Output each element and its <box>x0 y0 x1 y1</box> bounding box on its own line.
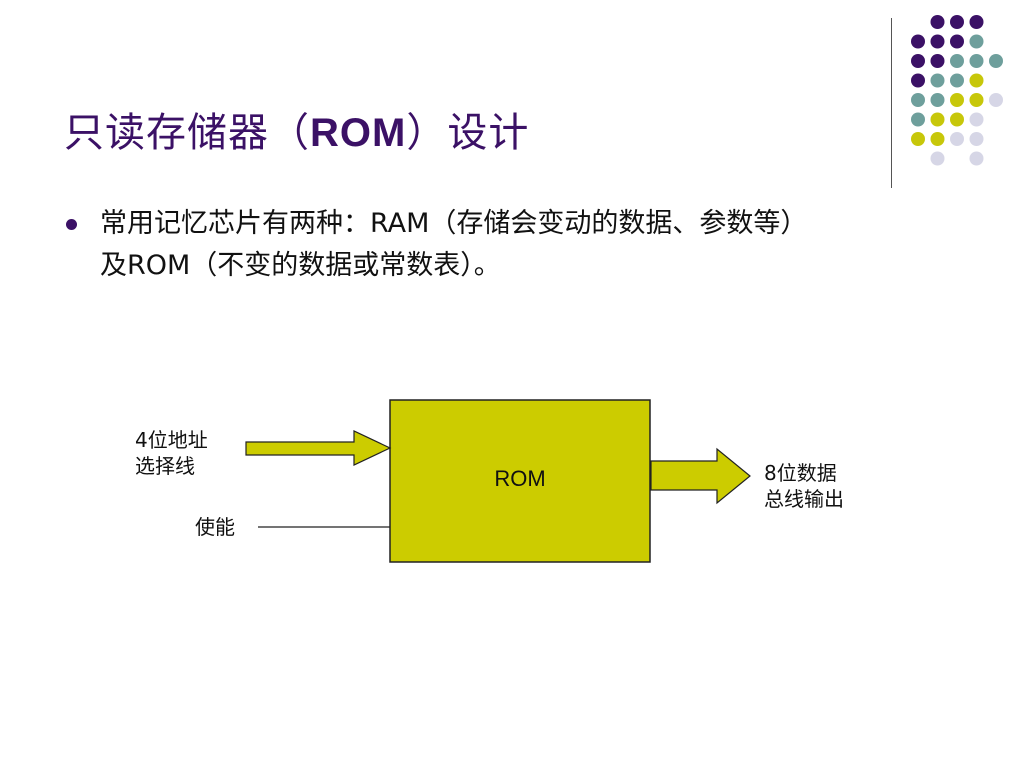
decorative-dot <box>969 132 984 146</box>
decorative-dot <box>911 54 925 68</box>
decorative-dot <box>969 15 984 29</box>
dot-grid-svg <box>911 15 1003 166</box>
decorative-dot <box>911 73 925 88</box>
rom-block <box>389 399 651 563</box>
decorative-vertical-line <box>891 18 892 188</box>
decorative-dot <box>950 73 964 88</box>
output-label-line1: 8位数据 <box>764 461 837 485</box>
title-prefix: 只读存储器（ <box>64 110 310 156</box>
decorative-dot <box>930 15 945 29</box>
decorative-dot <box>969 34 984 49</box>
address-input-arrow <box>245 430 392 466</box>
address-label-line2: 选择线 <box>135 454 195 478</box>
decorative-dot <box>930 151 945 166</box>
title-rom: ROM <box>310 111 407 155</box>
rom-block-label: ROM <box>494 466 546 491</box>
decorative-dot <box>930 112 945 127</box>
decorative-dot <box>950 112 964 127</box>
decorative-dot <box>930 54 945 68</box>
decorative-dot <box>911 93 925 107</box>
bullet-line-1: 常用记忆芯片有两种：RAM（存储会变动的数据、参数等） <box>100 208 808 239</box>
bullet-text: 常用记忆芯片有两种：RAM（存储会变动的数据、参数等） 及ROM（不变的数据或常… <box>100 203 1000 287</box>
decorative-dot <box>911 34 925 49</box>
decorative-dot <box>950 54 964 68</box>
enable-label: 使能 <box>195 515 235 539</box>
decorative-dot <box>930 73 945 88</box>
address-label-line1: 4位地址 <box>135 428 208 452</box>
decorative-dot <box>969 54 984 68</box>
decorative-dot <box>911 112 925 127</box>
title-suffix: ）设计 <box>406 110 530 156</box>
bullet-dot-icon <box>66 219 77 230</box>
decorative-dot <box>950 34 964 49</box>
decorative-dot <box>930 34 945 49</box>
page-title: 只读存储器（ROM）设计 <box>64 100 529 158</box>
decorative-dot <box>950 93 964 107</box>
decorative-dot <box>969 93 984 107</box>
decorative-dot <box>989 54 1003 68</box>
decorative-dot <box>950 15 964 29</box>
decorative-dot <box>930 93 945 107</box>
decorative-dot <box>989 93 1003 107</box>
decorative-dot <box>969 151 984 166</box>
decorative-dot <box>950 132 964 146</box>
output-label-line2: 总线输出 <box>764 487 844 511</box>
address-label: 4位地址 选择线 <box>135 427 208 479</box>
output-label: 8位数据 总线输出 <box>764 460 844 512</box>
bullet-line-2: 及ROM（不变的数据或常数表）。 <box>100 250 501 281</box>
decorative-dot <box>930 132 945 146</box>
decorative-dot <box>911 132 925 146</box>
decorative-dot <box>969 112 984 127</box>
data-output-arrow <box>650 447 751 505</box>
decorative-dot <box>969 73 984 88</box>
